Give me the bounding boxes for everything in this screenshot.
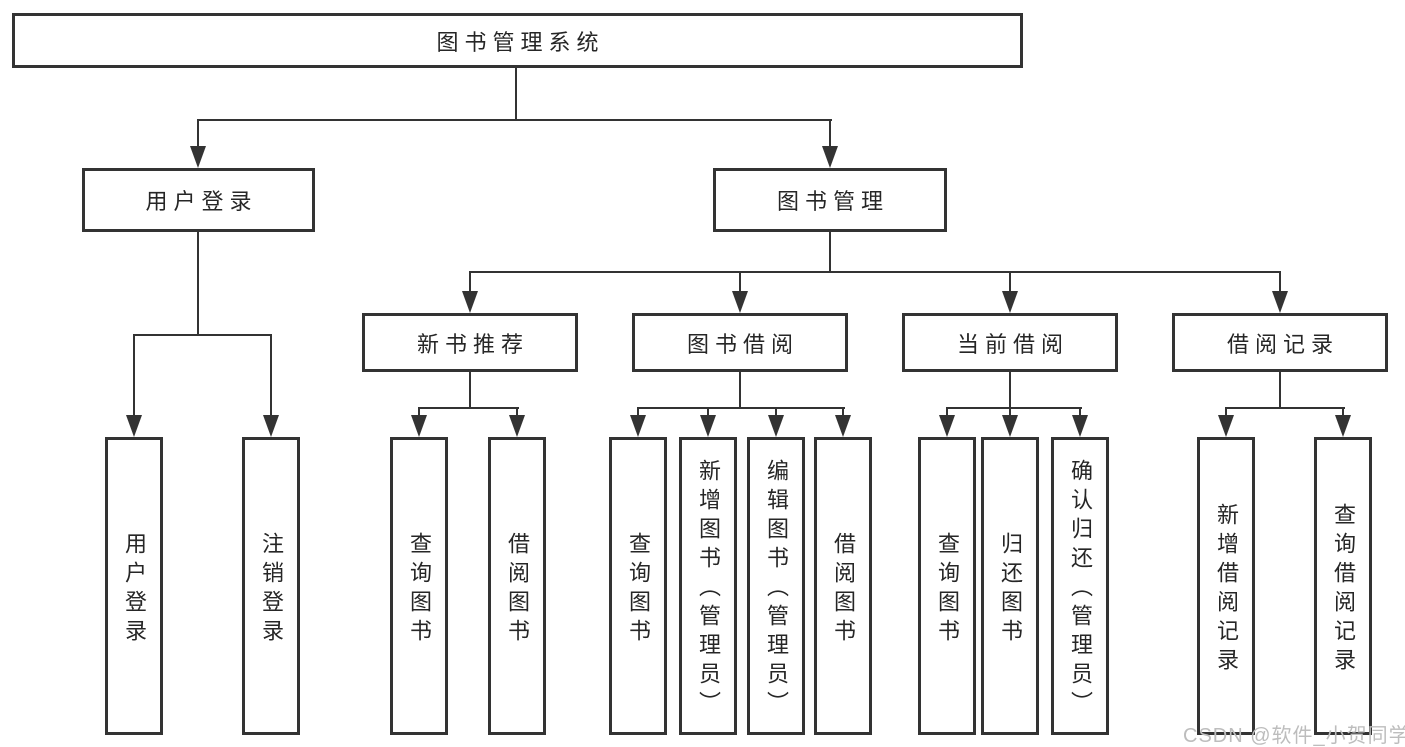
connector-line — [1342, 407, 1344, 417]
node-user-login: 用户登录 — [82, 168, 315, 232]
connector-line — [637, 407, 845, 409]
arrowhead-down-icon — [1002, 415, 1018, 437]
node-current-borrowing: 当前借阅 — [902, 313, 1118, 372]
node-borrowing-records: 借阅记录 — [1172, 313, 1388, 372]
leaf-add-book-admin: 新增图书（管理员） — [679, 437, 737, 735]
connector-line — [1079, 407, 1081, 417]
connector-line — [469, 271, 471, 294]
leaf-label: 借阅图书 — [831, 531, 856, 648]
connector-line — [946, 407, 948, 417]
leaf-label: 新增图书（管理员） — [696, 459, 721, 720]
arrowhead-down-icon — [700, 415, 716, 437]
connector-line — [829, 119, 831, 148]
connector-line — [739, 271, 741, 294]
leaf-label: 归还图书 — [998, 531, 1023, 648]
node-label: 新书推荐 — [416, 331, 529, 357]
connector-line — [1225, 407, 1227, 417]
connector-line — [1009, 271, 1011, 294]
connector-line — [133, 334, 272, 336]
leaf-borrow-books: 借阅图书 — [814, 437, 872, 735]
connector-line — [739, 372, 741, 409]
leaf-label: 编辑图书（管理员） — [764, 459, 789, 720]
leaf-label: 查询图书 — [626, 531, 651, 648]
leaf-add-borrow-record: 新增借阅记录 — [1197, 437, 1255, 735]
arrowhead-down-icon — [126, 415, 142, 437]
leaf-label: 查询图书 — [935, 531, 960, 648]
connector-line — [775, 407, 777, 417]
node-book-borrowing: 图书借阅 — [632, 313, 848, 372]
arrowhead-down-icon — [732, 291, 748, 313]
arrowhead-down-icon — [1272, 291, 1288, 313]
leaf-query-borrow-record: 查询借阅记录 — [1314, 437, 1372, 735]
connector-line — [469, 372, 471, 409]
arrowhead-down-icon — [822, 146, 838, 168]
connector-line — [270, 334, 272, 417]
arrowhead-down-icon — [1218, 415, 1234, 437]
leaf-return-books: 归还图书 — [981, 437, 1039, 735]
leaf-label: 注销登录 — [259, 531, 284, 648]
connector-line — [1009, 407, 1011, 417]
arrowhead-down-icon — [190, 146, 206, 168]
watermark: CSDN @软件_小贺同学 — [1183, 725, 1405, 747]
arrowhead-down-icon — [835, 415, 851, 437]
leaf-label: 查询借阅记录 — [1331, 502, 1356, 677]
node-label: 借阅记录 — [1226, 331, 1339, 357]
arrowhead-down-icon — [263, 415, 279, 437]
connector-line — [707, 407, 709, 417]
connector-line — [469, 271, 1281, 273]
connector-line — [842, 407, 844, 417]
node-label: 图书管理系统 — [436, 29, 605, 55]
node-book-management: 图书管理 — [713, 168, 947, 232]
node-label: 当前借阅 — [956, 331, 1069, 357]
leaf-user-login: 用户登录 — [105, 437, 163, 735]
arrowhead-down-icon — [411, 415, 427, 437]
connector-line — [133, 334, 135, 417]
node-library-management-system: 图书管理系统 — [12, 13, 1023, 68]
leaf-label: 确认归还（管理员） — [1068, 459, 1093, 720]
leaf-query-books-recommend: 查询图书 — [390, 437, 448, 735]
connector-line — [515, 68, 517, 121]
arrowhead-down-icon — [630, 415, 646, 437]
leaf-edit-book-admin: 编辑图书（管理员） — [747, 437, 805, 735]
leaf-label: 查询图书 — [407, 531, 432, 648]
connector-line — [197, 232, 199, 336]
leaf-confirm-return-admin: 确认归还（管理员） — [1051, 437, 1109, 735]
connector-line — [1009, 372, 1011, 409]
connector-line — [197, 119, 832, 121]
node-new-book-recommendation: 新书推荐 — [362, 313, 578, 372]
leaf-logout: 注销登录 — [242, 437, 300, 735]
connector-line — [418, 407, 420, 417]
arrowhead-down-icon — [1335, 415, 1351, 437]
arrowhead-down-icon — [462, 291, 478, 313]
node-label: 图书管理 — [776, 189, 889, 214]
arrowhead-down-icon — [939, 415, 955, 437]
node-label: 图书借阅 — [686, 331, 799, 357]
arrowhead-down-icon — [768, 415, 784, 437]
connector-line — [637, 407, 639, 417]
leaf-query-books-borrow: 查询图书 — [609, 437, 667, 735]
leaf-label: 用户登录 — [122, 531, 147, 648]
connector-line — [1279, 372, 1281, 409]
leaf-label: 新增借阅记录 — [1214, 502, 1239, 677]
connector-line — [418, 407, 519, 409]
leaf-borrow-books-recommend: 借阅图书 — [488, 437, 546, 735]
connector-line — [516, 407, 518, 417]
connector-line — [1225, 407, 1345, 409]
arrowhead-down-icon — [1002, 291, 1018, 313]
connector-line — [197, 119, 199, 148]
arrowhead-down-icon — [1072, 415, 1088, 437]
arrowhead-down-icon — [509, 415, 525, 437]
connector-line — [829, 232, 831, 273]
connector-line — [1279, 271, 1281, 294]
connector-line — [946, 407, 1082, 409]
node-label: 用户登录 — [145, 189, 258, 214]
leaf-query-books-current: 查询图书 — [918, 437, 976, 735]
leaf-label: 借阅图书 — [505, 531, 530, 648]
